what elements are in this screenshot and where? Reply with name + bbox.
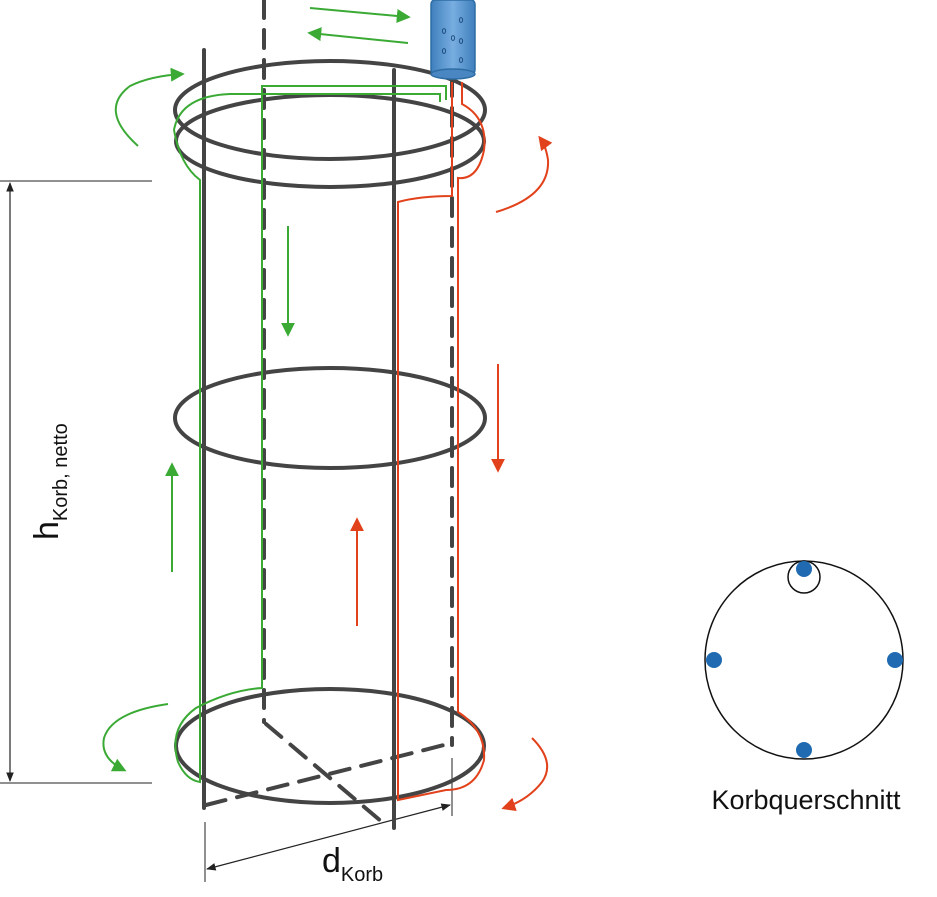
diameter-dimension-line (206, 803, 451, 871)
tremie-pipe (430, 0, 476, 80)
cage-top-ring-2 (174, 93, 486, 189)
rebar-dot-top (796, 561, 812, 577)
cross-section-outline (704, 560, 904, 760)
green-arrow-left (307, 27, 409, 44)
cage-middle-ring (173, 366, 487, 470)
green-concrete-line (172, 85, 447, 784)
cage-top-ring-1 (173, 59, 487, 161)
reinforcement-cage (173, 0, 487, 830)
height-dimension: hKorb, netto (0, 180, 152, 784)
green-arrow-curve-bottom (102, 703, 169, 772)
pipe-bubble (458, 38, 464, 44)
rebar-dot-bottom (796, 742, 812, 758)
red-arrow-curve-bottom (501, 737, 549, 812)
tremie-pipe-body (430, 0, 476, 75)
tremie-pipe-rim (430, 68, 476, 80)
rebar-dot-left (706, 652, 722, 668)
pipe-bubble (441, 48, 447, 54)
green-flow-path (102, 7, 447, 784)
diameter-dimension: dKorb (204, 758, 453, 886)
diameter-label-main: d (322, 842, 341, 880)
diameter-label-sub: Korb (341, 864, 383, 886)
pipe-bubble (450, 35, 456, 41)
pipe-bubble (458, 17, 464, 23)
cross-section-title: Korbquerschnitt (711, 785, 901, 815)
red-concrete-line (397, 82, 486, 802)
rebar-dot-right (887, 652, 903, 668)
red-flow-path (350, 82, 553, 812)
cage-bottom-diagonal-1 (264, 722, 384, 824)
height-label: hKorb, netto (28, 423, 72, 540)
height-label-sub: Korb, netto (50, 423, 72, 521)
pipe-bubble (458, 57, 464, 63)
red-arrow-curve-top (495, 135, 553, 213)
pipe-bubble (441, 28, 447, 34)
green-arrow-curve-top (114, 67, 185, 147)
tremie-pipe-bubbles (441, 17, 464, 63)
height-label-main: h (28, 521, 66, 540)
diameter-label: dKorb (322, 842, 383, 886)
green-arrow-right (309, 7, 411, 23)
cage-cross-section: Korbquerschnitt (704, 560, 904, 815)
